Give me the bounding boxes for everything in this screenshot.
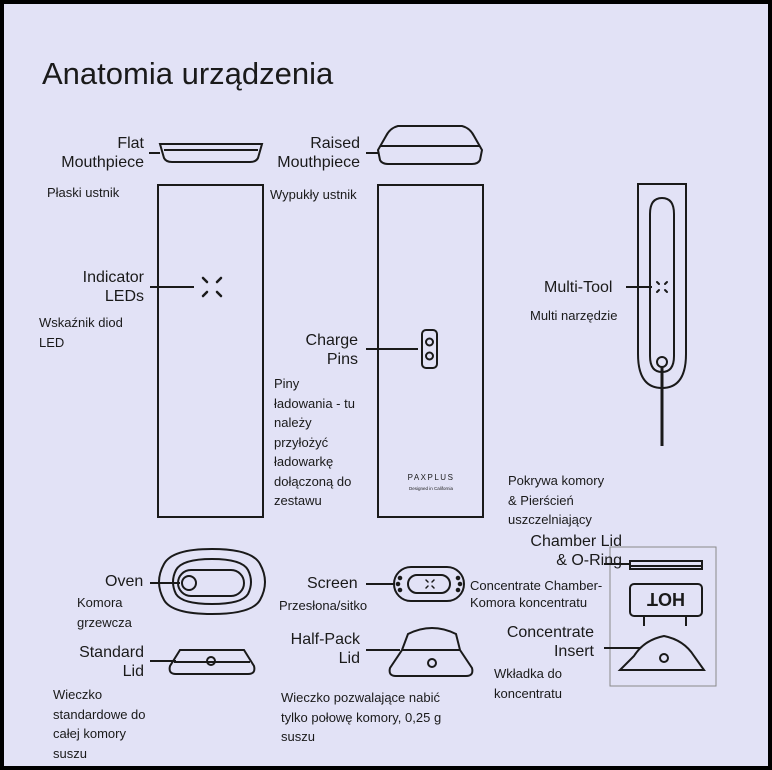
pl-chamber-lid: Pokrywa komory & Pierścień uszczelniając… <box>508 473 605 527</box>
pl-raised-mouthpiece: Wypukły ustnik <box>270 187 357 202</box>
screen-center-icon <box>425 579 435 589</box>
label-half-pack-lid: Half-Pack Lid <box>290 631 360 667</box>
label-flat-mouthpiece: Flat Mouthpiece <box>61 135 144 171</box>
label-concentrate-chamber: Concentrate Chamber- <box>470 578 603 593</box>
device-tagline-text: Designed in California <box>409 486 454 491</box>
pl-indicator-leds: Wskaźnik diod LED <box>39 315 123 350</box>
pl-oven: Komora grzewcza <box>77 595 132 630</box>
pl-concentrate-chamber: Komora koncentratu <box>470 595 588 610</box>
charge-pins-illustration <box>421 329 438 369</box>
pl-half-pack-lid: Wieczko pozwalające nabić tylko połowę k… <box>281 690 442 744</box>
indicator-leds-illustration <box>201 276 223 298</box>
device-body-right <box>377 184 484 518</box>
device-illustrations: PAXPLUS Designed in California HOT <box>149 125 717 687</box>
concentrate-kit-frame <box>609 546 717 687</box>
pl-standard-lid: Wieczko standardowe do całej komory susz… <box>53 687 146 761</box>
label-concentrate-insert: Concentrate Insert <box>506 624 594 660</box>
pl-screen: Przesłona/sitko <box>279 598 368 613</box>
half-pack-lid-illustration <box>366 626 474 677</box>
concentrate-insert-illustration <box>604 634 706 671</box>
multi-tool-leds-icon <box>656 281 668 293</box>
label-multi-tool: Multi-Tool <box>544 279 613 296</box>
chamber-lid-illustration <box>604 560 703 570</box>
concentrate-chamber-illustration <box>629 583 703 626</box>
device-brand-text: PAXPLUS <box>408 473 455 482</box>
pl-concentrate-insert: Wkładka do koncentratu <box>494 666 562 701</box>
insert-marking-text: HOT <box>647 589 685 609</box>
label-screen: Screen <box>307 575 358 592</box>
pl-multi-tool: Multi narzędzie <box>530 308 618 323</box>
anatomy-page: Anatomia urządzenia <box>4 4 768 766</box>
standard-lid-illustration <box>150 649 256 675</box>
label-indicator-leds: Indicator LEDs <box>82 269 144 305</box>
label-chamber-lid: Chamber Lid & O-Ring <box>530 533 622 569</box>
pl-flat-mouthpiece: Płaski ustnik <box>47 185 120 200</box>
oven-illustration <box>150 547 266 616</box>
label-oven: Oven <box>105 573 144 590</box>
raised-mouthpiece-illustration <box>376 125 484 165</box>
pl-charge-pins: Piny ładowania - tu należy przyłożyć ład… <box>274 376 355 508</box>
label-charge-pins: Charge Pins <box>305 332 358 368</box>
device-body-left <box>157 184 264 518</box>
flat-mouthpiece-illustration <box>158 143 264 163</box>
multi-tool-illustration <box>637 183 687 446</box>
label-raised-mouthpiece: Raised Mouthpiece <box>277 135 360 171</box>
label-standard-lid: Standard Lid <box>79 644 144 680</box>
page-title: Anatomia urządzenia <box>42 56 334 91</box>
screen-illustration <box>366 566 465 602</box>
